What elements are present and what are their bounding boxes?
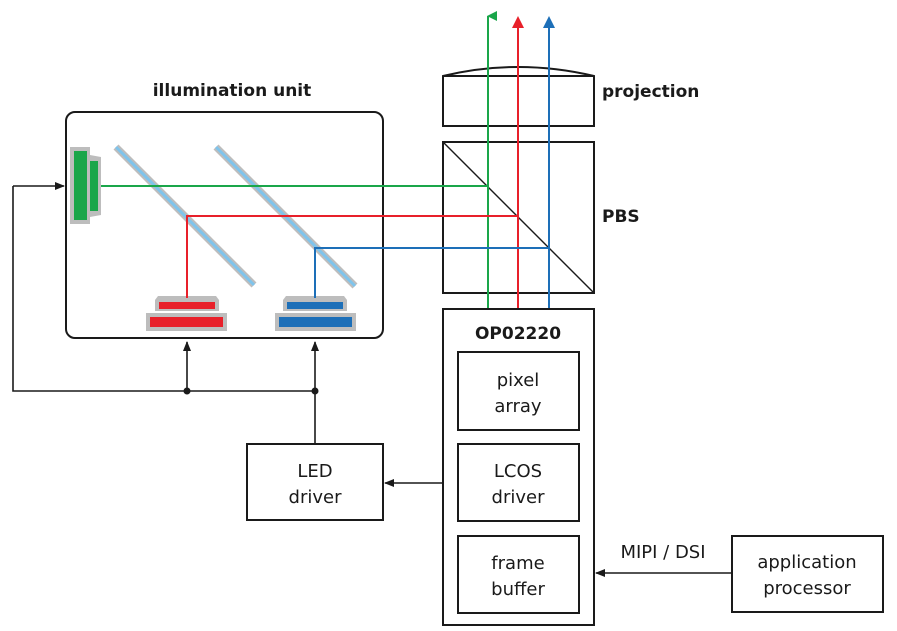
- chip-label: OP02220: [475, 324, 561, 344]
- led-control-bus: [12, 186, 315, 392]
- application-processor-line1: application: [757, 552, 856, 573]
- red-beam: [186, 16, 524, 309]
- led-driver-box: [246, 443, 384, 521]
- frame-buffer-box: [457, 535, 580, 614]
- frame-buffer-line2: buffer: [491, 579, 545, 600]
- lcos-driver-line2: driver: [492, 487, 546, 508]
- projection-label: projection: [602, 82, 699, 102]
- junction-dot-red: [183, 387, 191, 395]
- application-processor-line2: processor: [763, 578, 851, 599]
- pixel-array-box: [457, 351, 580, 431]
- red-beam-arrowhead: [512, 16, 524, 28]
- junction-dot-blue: [311, 387, 319, 395]
- pixel-array-line2: array: [494, 396, 542, 417]
- pixel-array-line1: pixel: [497, 370, 540, 391]
- frame-buffer-line1: frame: [491, 553, 544, 574]
- blue-beam: [314, 16, 555, 309]
- led-driver-line2: driver: [289, 487, 343, 508]
- blue-led: [275, 296, 356, 331]
- illumination-unit-box: [65, 111, 384, 339]
- lcos-driver-line1: LCOS: [494, 461, 542, 482]
- green-beam: [101, 11, 497, 309]
- dichroic-mirror-1: [113, 144, 257, 288]
- illumination-unit-label: illumination unit: [153, 81, 312, 101]
- pbs-label: PBS: [602, 207, 640, 227]
- led-driver-line1: LED: [297, 461, 332, 482]
- blue-beam-arrowhead: [543, 16, 555, 28]
- application-processor-box: [731, 535, 884, 613]
- mipi-dsi-label: MIPI / DSI: [620, 542, 705, 563]
- red-led: [146, 296, 227, 331]
- green-led: [70, 147, 101, 224]
- lcos-driver-box: [457, 443, 580, 522]
